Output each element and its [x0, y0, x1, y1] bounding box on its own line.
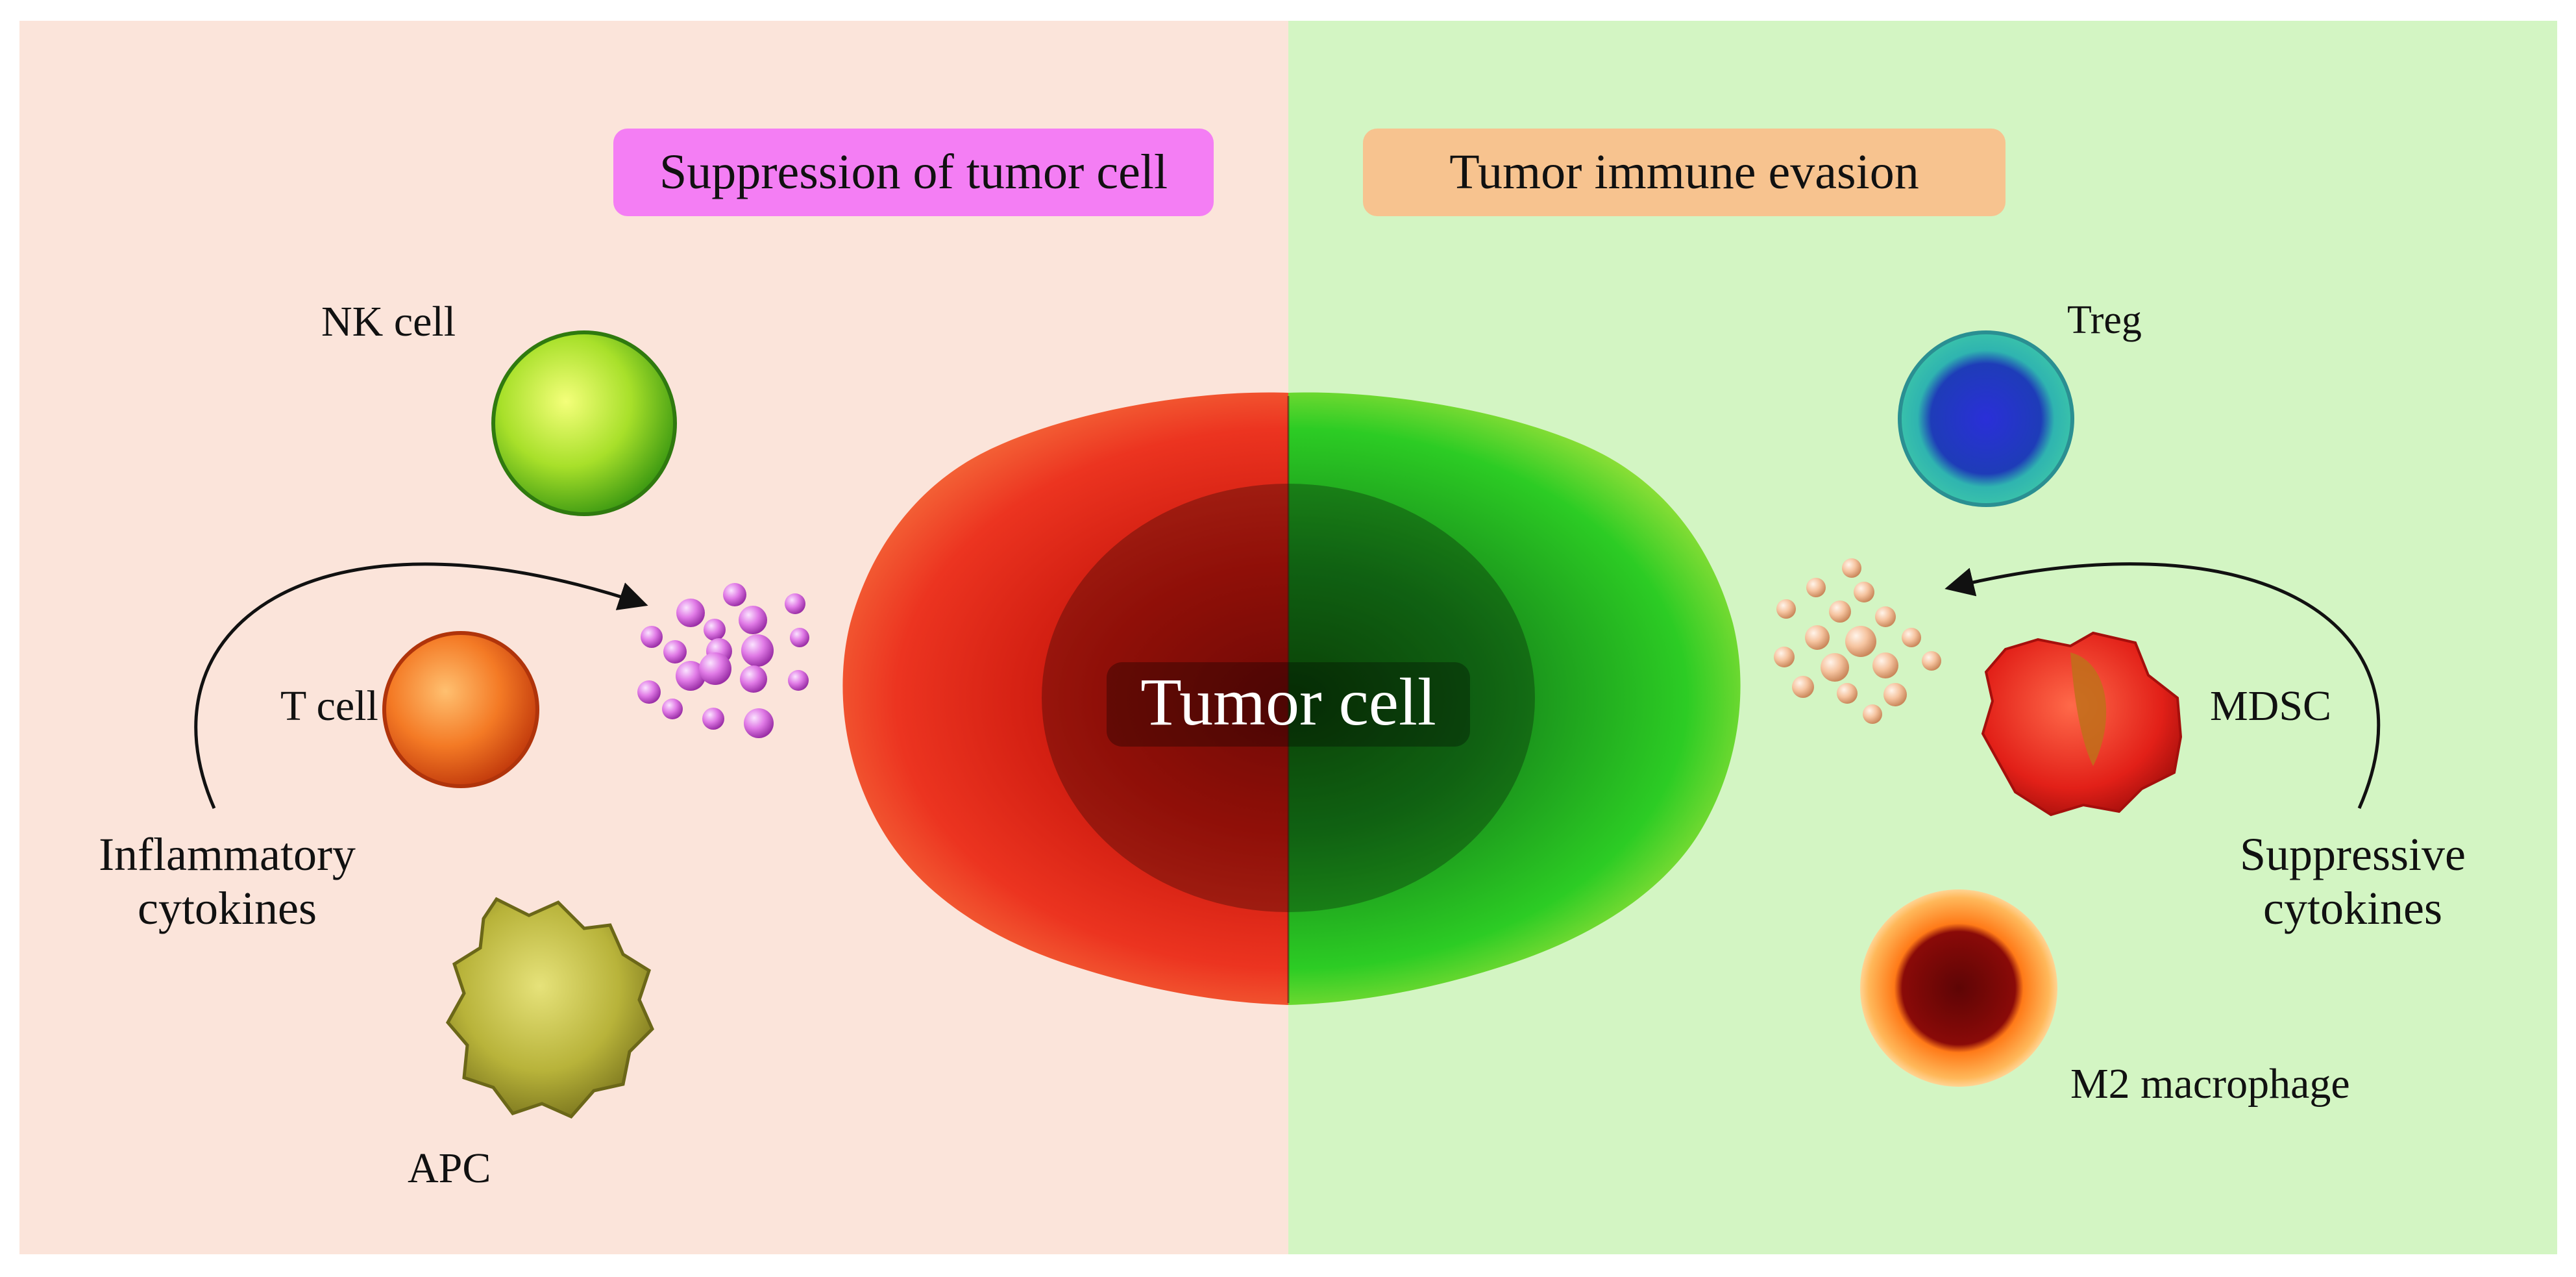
right-heading-text: Tumor immune evasion	[1449, 145, 1919, 199]
inflammatory-cytokines-label: Inflammatory cytokines	[52, 828, 402, 936]
suppressive-cytokines-line-1: Suppressive	[2240, 828, 2466, 880]
apc-icon	[445, 897, 654, 1119]
tumor-label-backdrop	[1107, 662, 1470, 747]
inflammatory-cytokines-line-2: cytokines	[138, 882, 317, 934]
mdsc-label: MDSC	[2210, 682, 2332, 730]
t-cell-label: T cell	[280, 682, 378, 730]
mdsc-icon	[1981, 631, 2183, 817]
treg-icon	[1898, 330, 2074, 507]
treg-label: Treg	[2067, 298, 2142, 342]
tumor-cell-left-half	[842, 392, 1288, 1005]
tumor-cell-right-half	[1288, 392, 1741, 1005]
inflammatory-cytokine-particles	[637, 583, 809, 738]
suppressive-cytokines-label: Suppressive cytokines	[2171, 828, 2534, 936]
tumor-cell	[842, 392, 1741, 1005]
t-cell-icon	[382, 631, 539, 788]
nk-cell-icon	[491, 330, 677, 516]
m2-macrophage-icon	[1860, 889, 2057, 1087]
suppressive-cytokine-particles	[1774, 558, 1941, 724]
inflammatory-arrow	[194, 562, 648, 809]
inflammatory-cytokines-line-1: Inflammatory	[99, 828, 356, 880]
tumor-cell-label: Tumor cell	[1140, 665, 1436, 739]
suppressive-arrow	[1944, 562, 2381, 810]
m2-macrophage-label: M2 macrophage	[2070, 1060, 2350, 1108]
apc-label: APC	[408, 1145, 491, 1192]
left-heading-text: Suppression of tumor cell	[659, 145, 1168, 199]
right-heading-badge: Tumor immune evasion	[1363, 129, 2006, 216]
left-heading-badge: Suppression of tumor cell	[613, 129, 1214, 216]
nk-cell-label: NK cell	[321, 298, 456, 345]
suppressive-cytokines-line-2: cytokines	[2263, 882, 2442, 934]
